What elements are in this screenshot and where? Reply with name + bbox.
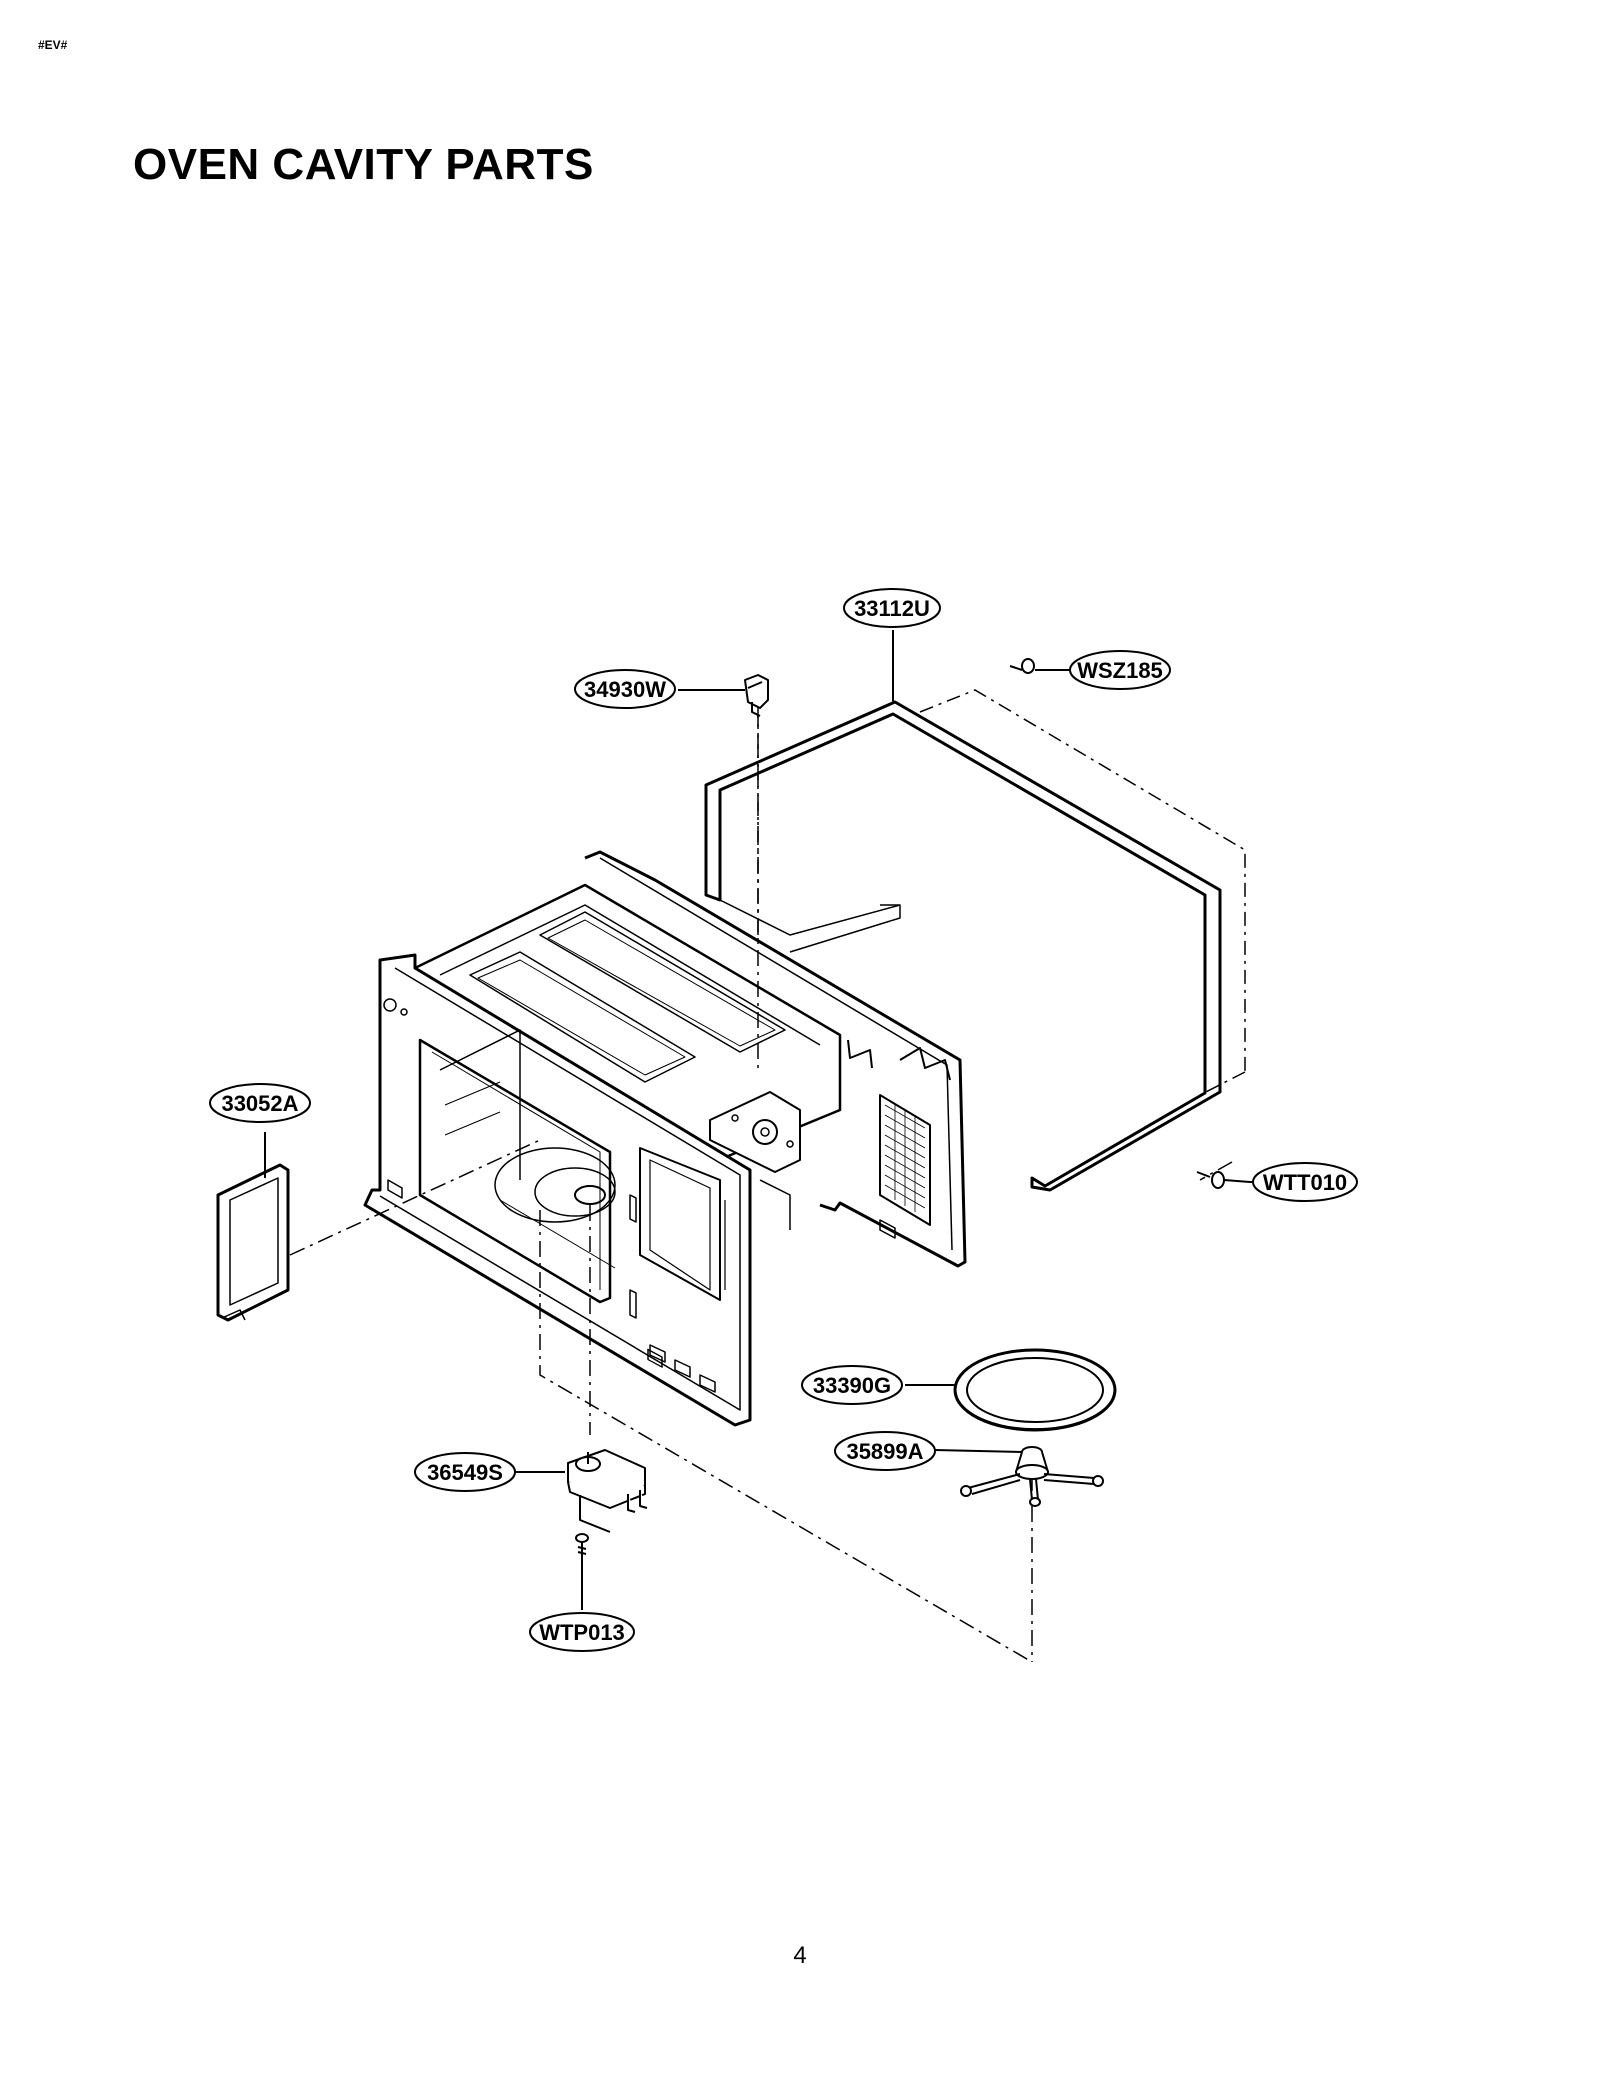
part-number: WSZ185 <box>1077 658 1163 683</box>
part-label-35899a: 35899A <box>834 1431 936 1471</box>
part-label-wsz185: WSZ185 <box>1069 650 1171 690</box>
document-code: #EV# <box>38 38 68 52</box>
part-label-33052a: 33052A <box>209 1083 311 1123</box>
part-number: 36549S <box>427 1460 503 1485</box>
oven-cavity <box>363 850 967 1427</box>
part-number: 34930W <box>584 677 666 702</box>
turntable-motor <box>567 1449 648 1533</box>
part-label-wtp013: WTP013 <box>529 1612 635 1652</box>
alignment-lines <box>289 702 1233 1663</box>
screw-wtp013 <box>575 1533 589 1560</box>
page-title: OVEN CAVITY PARTS <box>133 140 594 189</box>
lamp-socket <box>744 674 769 717</box>
glass-tray <box>953 1348 1117 1432</box>
roller-guide <box>960 1446 1104 1507</box>
part-number: 33112U <box>854 596 930 621</box>
part-number: 33390G <box>813 1373 891 1398</box>
part-number: 35899A <box>846 1439 923 1464</box>
part-label-wtt010: WTT010 <box>1252 1162 1358 1202</box>
leader-lines <box>264 630 1252 1610</box>
waveguide-cover <box>216 1163 290 1322</box>
screw-wtt010 <box>1196 1171 1251 1189</box>
part-label-33112u: 33112U <box>843 588 941 628</box>
part-label-36549s: 36549S <box>414 1452 516 1492</box>
part-number: WTP013 <box>539 1620 625 1645</box>
cabinet-hidden-lines <box>757 689 1246 1096</box>
part-label-33390g: 33390G <box>801 1365 903 1405</box>
screw-wsz185 <box>1009 658 1035 674</box>
part-number: WTT010 <box>1263 1170 1347 1195</box>
part-number: 33052A <box>221 1091 298 1116</box>
outer-cabinet <box>704 700 1222 1192</box>
page-number: 4 <box>793 1942 807 1969</box>
part-label-34930w: 34930W <box>574 669 676 709</box>
